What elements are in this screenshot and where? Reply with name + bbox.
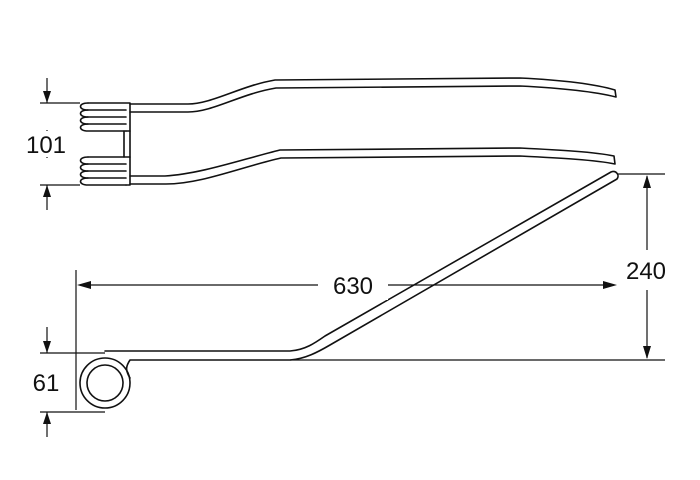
arrowhead [643,175,651,188]
label-mask [26,368,68,396]
top-view: 101 [22,77,617,210]
dimension-61: 61 [26,327,105,437]
arrowhead [43,341,51,353]
arrowhead [603,281,617,289]
top-view-coil-bridge [123,130,131,158]
label-mask [22,131,70,157]
top-view-upper-coil [79,102,131,132]
lower-coil-winding [79,177,127,186]
upper-coil-winding [87,102,131,132]
side-view-tine [104,170,619,379]
dimension-label-630: 630 [333,273,373,300]
dimension-630: 630 [75,270,617,410]
arrowhead [43,412,51,424]
top-view-lower-coil [79,156,131,186]
label-mask [620,254,674,286]
label-mask [318,270,388,300]
dimension-label-101: 101 [26,132,66,159]
top-view-lower-tine [129,147,616,185]
dimension-240: 240 [290,173,674,361]
lower-coil-winding [87,156,131,186]
arrowhead [43,91,51,103]
side-view-coil-outer [79,357,131,409]
dimension-label-240: 240 [626,258,666,285]
arrowhead [643,346,651,359]
dimension-label-61: 61 [33,370,60,397]
top-view-upper-tine [129,77,617,113]
upper-coil-winding [79,123,127,132]
arrowhead [77,281,91,289]
dimension-101: 101 [22,78,80,210]
side-view: 630 240 61 [26,170,674,437]
arrowhead [43,185,51,197]
side-view-coil-inner [86,364,124,402]
